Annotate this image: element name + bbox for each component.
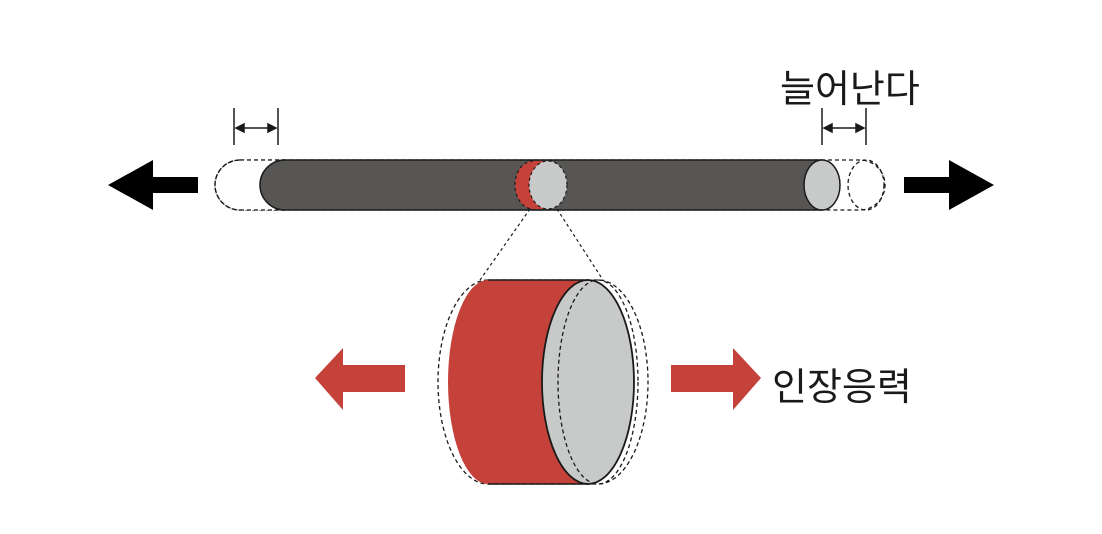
- left-elongation-marker: [233, 108, 279, 145]
- original-left-cap-arc: [214, 159, 241, 211]
- left-force-arrow: [108, 160, 198, 210]
- tensile-stress-label: 인장응력: [772, 365, 912, 409]
- right-elongation-marker: [821, 108, 867, 145]
- right-stress-arrow: [671, 348, 761, 410]
- right-force-arrow: [904, 160, 994, 210]
- left-stress-arrow: [315, 348, 405, 410]
- original-left-end-cover: [240, 160, 285, 210]
- rod-cross-section: [514, 160, 568, 210]
- rod-left-cap: [259, 159, 286, 211]
- original-right-end: [847, 159, 885, 211]
- enlarged-element: [437, 279, 649, 485]
- elongation-label: 늘어난다: [780, 67, 920, 111]
- magnification-lines: [479, 208, 604, 281]
